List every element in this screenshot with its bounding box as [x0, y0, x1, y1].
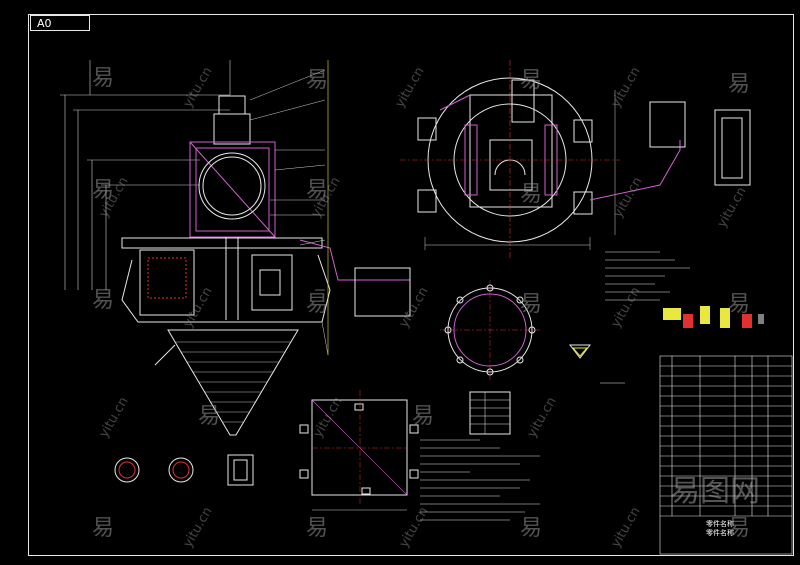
technical-notes-lower — [420, 439, 540, 521]
plan-view — [400, 60, 751, 260]
drawing-frame — [28, 14, 794, 556]
layer-color-swatches — [663, 306, 764, 328]
sheet-size-label: A0 — [30, 15, 90, 31]
part-name-label: 零件名称 — [706, 520, 734, 528]
section-details — [114, 454, 254, 486]
part-name-label: 零件名称 — [706, 529, 734, 537]
flange-detail — [440, 280, 592, 435]
technical-notes — [600, 251, 690, 384]
title-block: 零件名称 零件名称 — [660, 356, 792, 554]
foundation-plan — [299, 390, 419, 511]
main-elevation-view — [60, 60, 411, 436]
parts-list-table — [659, 355, 793, 555]
